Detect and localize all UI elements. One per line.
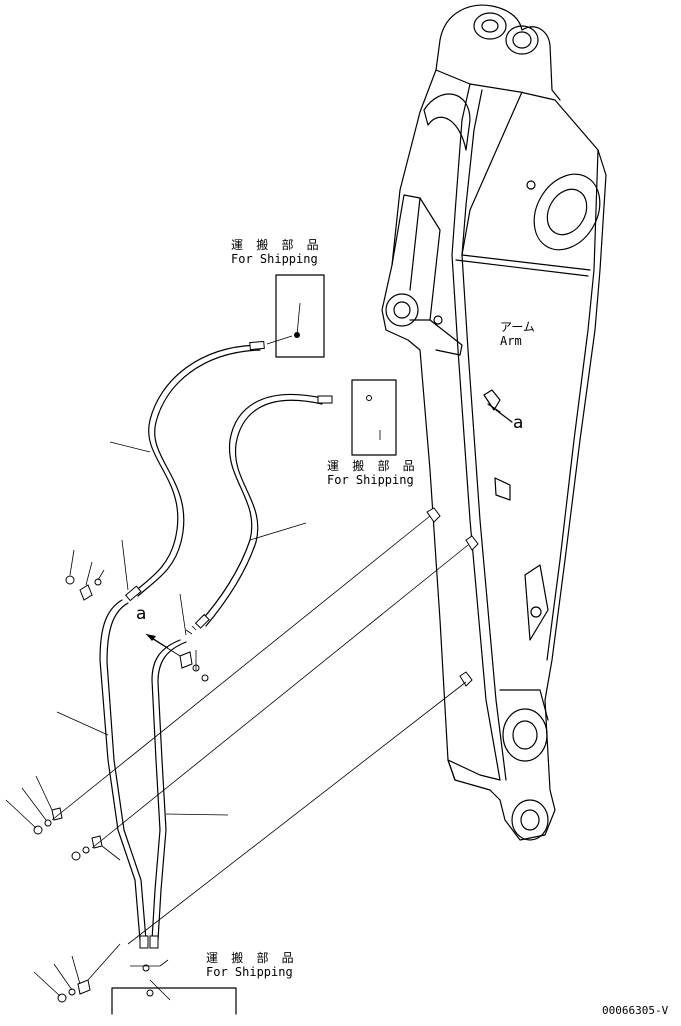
- arm-body: [381, 4, 607, 841]
- shipping-label-mid-jp: 運 搬 部 品: [327, 459, 418, 473]
- shipping-label-mid-en: For Shipping: [327, 473, 414, 487]
- drawing-number: 00066305-V: [602, 1004, 669, 1017]
- shipping-label-bottom-jp: 運 搬 部 品: [206, 951, 297, 965]
- detail-ref-left: a: [136, 604, 147, 624]
- shipping-boxes: [111, 274, 397, 1015]
- fittings: [5, 539, 209, 1003]
- hoses: [109, 340, 333, 629]
- shipping-label-top-en: For Shipping: [231, 252, 318, 266]
- shipping-label-bottom: 運 搬 部 品 For Shipping: [206, 951, 297, 979]
- arm-label: アーム Arm: [500, 320, 535, 348]
- arm-label-en: Arm: [500, 334, 522, 348]
- shipping-label-bottom-en: For Shipping: [206, 965, 293, 979]
- detail-ref-right: a: [513, 413, 524, 433]
- shipping-label-mid: 運 搬 部 品 For Shipping: [327, 459, 418, 487]
- arm-label-jp: アーム: [500, 320, 535, 334]
- shipping-label-top-jp: 運 搬 部 品: [231, 238, 322, 252]
- assembly-lines: [51, 515, 469, 945]
- shipping-label-top: 運 搬 部 品 For Shipping: [231, 238, 322, 266]
- tubes: [56, 599, 229, 949]
